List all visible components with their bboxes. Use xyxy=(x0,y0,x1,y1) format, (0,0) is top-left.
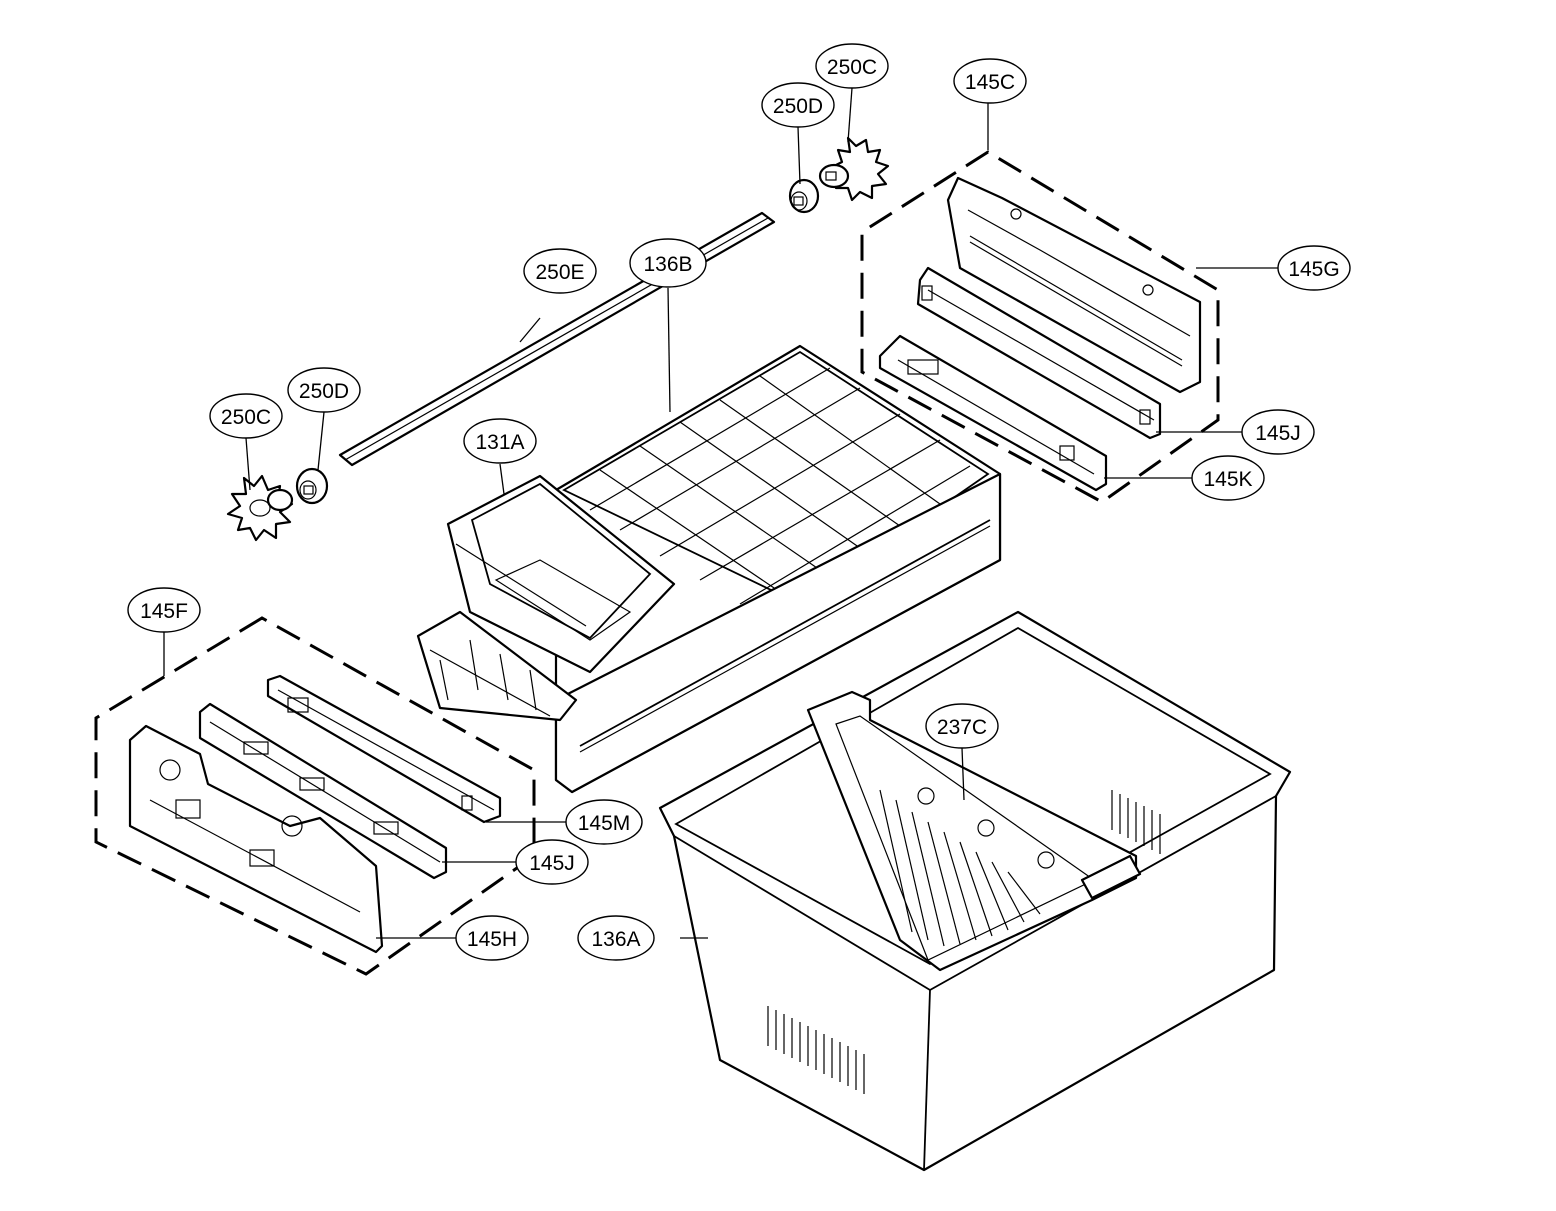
callout-label: 145G xyxy=(1288,258,1339,281)
part-145j-right-rail xyxy=(916,266,1162,440)
part-250d-top-cap xyxy=(788,178,820,214)
part-131a-small-basket xyxy=(416,474,676,722)
callout-145j-left: 145J xyxy=(515,839,589,885)
callout-250d-left: 250D xyxy=(287,367,361,413)
callout-label: 145H xyxy=(467,928,517,951)
leader-lines xyxy=(163,87,1278,939)
callout-label: 136B xyxy=(643,253,692,276)
part-250d-left-cap xyxy=(295,467,329,505)
callout-label: 136A xyxy=(591,928,640,951)
part-250c-left-gear xyxy=(226,474,294,542)
callout-label: 250C xyxy=(827,56,877,79)
callout-label: 145K xyxy=(1203,468,1252,491)
callout-250d-top: 250D xyxy=(761,82,835,128)
callout-145h: 145H xyxy=(455,915,529,961)
callout-label: 250D xyxy=(299,380,349,403)
callout-label: 145J xyxy=(1255,422,1301,445)
callout-136a: 136A xyxy=(577,915,655,961)
callout-label: 250C xyxy=(221,406,271,429)
callout-label: 145F xyxy=(140,600,188,623)
part-145m-rail xyxy=(266,674,502,824)
callout-label: 131A xyxy=(475,431,524,454)
callout-label: 250D xyxy=(773,95,823,118)
part-145g-rail xyxy=(946,176,1202,394)
part-145k-rail xyxy=(878,334,1108,492)
callout-label: 237C xyxy=(937,716,987,739)
callout-145g: 145G xyxy=(1277,245,1351,291)
part-136b-wire-basket xyxy=(554,344,1002,794)
callout-145c: 145C xyxy=(953,58,1027,104)
callout-250c-top: 250C xyxy=(815,43,889,89)
group-145f-boundary xyxy=(94,616,536,976)
callout-237c: 237C xyxy=(925,703,999,749)
part-145j-left-rail xyxy=(198,702,448,880)
part-250c-top-gear xyxy=(818,136,890,202)
part-237c-divider xyxy=(806,690,1142,972)
callout-label: 145M xyxy=(578,812,631,835)
callout-131a: 131A xyxy=(463,418,537,464)
callout-145m: 145M xyxy=(565,799,643,845)
callout-label: 145C xyxy=(965,71,1015,94)
callout-145k: 145K xyxy=(1191,455,1265,501)
callout-136b: 136B xyxy=(629,238,707,288)
callout-250e: 250E xyxy=(523,248,597,294)
callout-145j-right: 145J xyxy=(1241,409,1315,455)
callout-145f: 145F xyxy=(127,587,201,633)
part-145h-bracket xyxy=(128,724,384,954)
callout-label: 250E xyxy=(535,261,584,284)
callout-label: 145J xyxy=(529,852,575,875)
callout-250c-left: 250C xyxy=(209,393,283,439)
